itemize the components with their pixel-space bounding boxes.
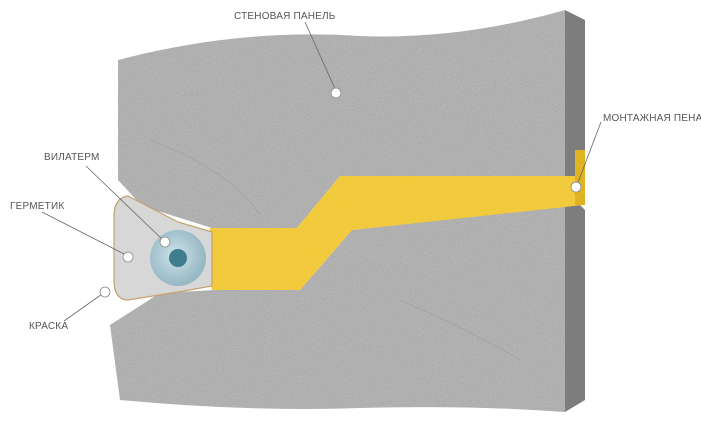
sealant-label: ГЕРМЕТИК	[10, 201, 64, 212]
lower-panel-side	[565, 200, 585, 412]
vilaterm-label: ВИЛАТЕРМ	[44, 152, 100, 163]
wall-panel-label: СТЕНОВАЯ ПАНЕЛЬ	[234, 11, 336, 22]
paint-label: КРАСКА	[29, 321, 68, 332]
mounting-foam-label: МОНТАЖНАЯ ПЕНА	[603, 113, 701, 124]
